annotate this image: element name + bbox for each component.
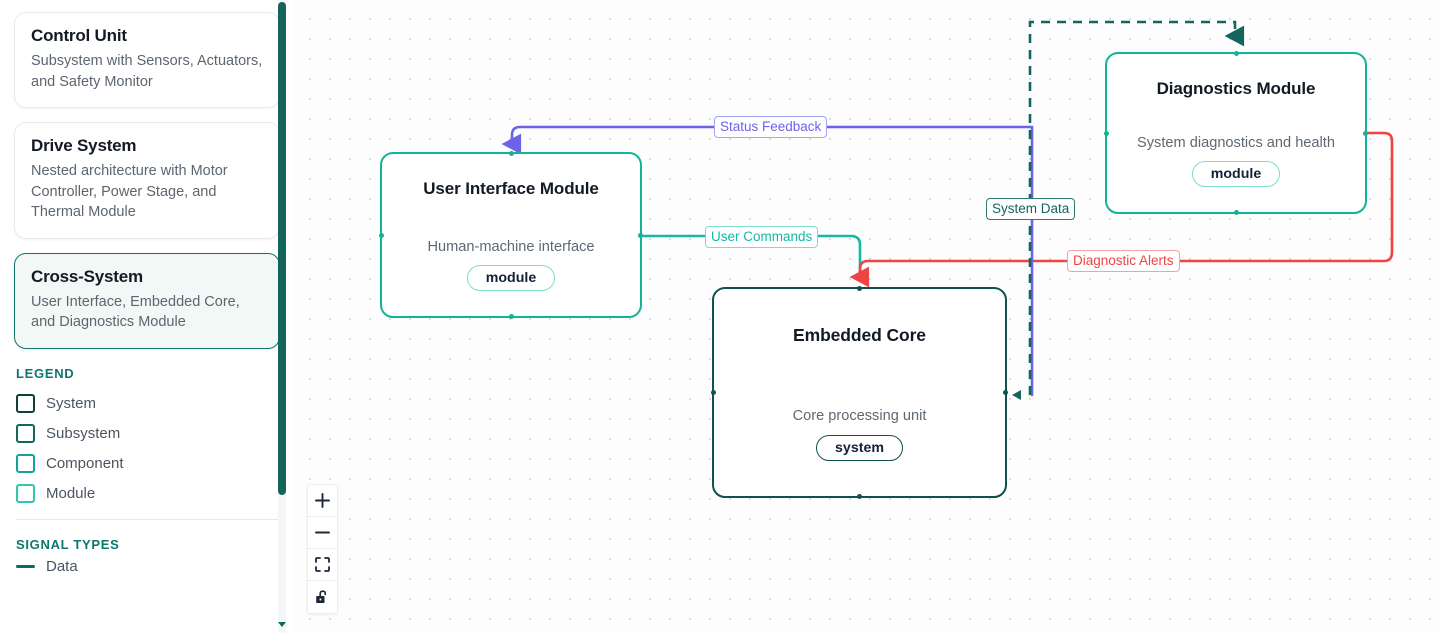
card-title: Control Unit	[31, 26, 127, 45]
card-title: Cross-System	[31, 266, 143, 286]
card-description: User Interface, Embedded Core, and Diagn…	[31, 293, 240, 331]
handle-right[interactable]	[638, 232, 643, 238]
sidebar-scrollbar-thumb[interactable]	[278, 2, 286, 495]
sidebar-divider	[16, 519, 278, 521]
edge-label-user-commands[interactable]: User Commands	[705, 226, 819, 248]
legend-label: Subsystem	[46, 424, 121, 442]
minus-icon	[315, 525, 330, 540]
sidebar-scrollbar[interactable]	[278, 0, 286, 633]
sidebar-card-cross-system[interactable]: Cross-System User Interface, Embedded Co…	[14, 252, 280, 350]
legend-swatch-subsystem	[16, 423, 35, 443]
node-title: Diagnostics Module	[1156, 79, 1316, 98]
handle-right[interactable]	[1363, 130, 1368, 136]
fit-view-button[interactable]	[308, 549, 337, 581]
signal-line-data	[16, 565, 35, 569]
handle-top[interactable]	[1233, 51, 1239, 56]
edge-user-commands	[637, 234, 862, 279]
legend-item-component[interactable]: Component	[14, 448, 280, 478]
node-description: Core processing unit	[792, 407, 927, 424]
toggle-interactivity-button[interactable]	[308, 581, 337, 613]
node-user-interface-module[interactable]: User Interface Module Human-machine inte…	[379, 151, 643, 319]
zoom-in-button[interactable]	[308, 485, 337, 517]
sidebar-card-drive-system[interactable]: Drive System Nested architecture with Mo…	[14, 122, 280, 239]
legend-label: Module	[46, 484, 96, 502]
node-description: Human-machine interface	[427, 239, 595, 255]
node-title: Embedded Core	[793, 324, 926, 345]
legend-item-system[interactable]: System	[14, 388, 280, 418]
node-title: User Interface Module	[423, 179, 599, 198]
signal-label: Data	[46, 558, 78, 576]
fit-view-icon	[315, 557, 330, 572]
handle-bottom[interactable]	[857, 494, 862, 499]
card-description: Subsystem with Sensors, Actuators, and S…	[31, 53, 263, 90]
node-type-badge: module	[1191, 161, 1281, 187]
plus-icon	[315, 493, 330, 508]
signal-item-data[interactable]: Data	[14, 558, 280, 575]
sidebar-card-control-unit[interactable]: Control Unit Subsystem with Sensors, Act…	[14, 12, 280, 109]
node-diagnostics-module[interactable]: Diagnostics Module System diagnostics an…	[1104, 51, 1368, 215]
legend-item-subsystem[interactable]: Subsystem	[14, 418, 280, 448]
node-description: System diagnostics and health	[1137, 135, 1335, 151]
handle-bottom[interactable]	[1233, 210, 1239, 215]
node-type-badge: system	[816, 434, 903, 461]
edge-label-system-data[interactable]: System Data	[986, 198, 1076, 220]
chevron-down-icon[interactable]	[278, 621, 286, 629]
legend-swatch-system	[16, 393, 35, 413]
diagram-canvas[interactable]: User Interface Module Human-machine inte…	[294, 0, 1441, 633]
sidebar-scroll-area: Control Unit Subsystem with Sensors, Act…	[14, 12, 280, 575]
node-type-badge: module	[466, 265, 556, 291]
edge-system-data-upper	[1028, 20, 1245, 395]
legend-swatch-module	[16, 483, 35, 503]
handle-right[interactable]	[1003, 390, 1008, 395]
legend-swatch-component	[16, 453, 35, 473]
signal-types-heading: SIGNAL TYPES	[16, 537, 120, 553]
handle-left[interactable]	[711, 390, 716, 395]
canvas-controls	[307, 484, 338, 614]
edge-diagnostic-alerts	[849, 131, 1394, 288]
handle-left[interactable]	[1104, 130, 1109, 136]
edge-status-feedback	[501, 125, 1034, 397]
edge-label-status-feedback[interactable]: Status Feedback	[714, 116, 828, 138]
edge-system-data-arrowhead	[1012, 390, 1021, 400]
card-description: Nested architecture with Motor Controlle…	[31, 163, 228, 221]
legend-label: System	[46, 394, 97, 412]
node-embedded-core[interactable]: Embedded Core Core processing unit syste…	[711, 286, 1008, 499]
edges-layer	[501, 20, 1394, 400]
card-title: Drive System	[31, 136, 137, 156]
edge-label-diagnostic-alerts[interactable]: Diagnostic Alerts	[1067, 250, 1180, 272]
sidebar: Control Unit Subsystem with Sensors, Act…	[0, 0, 294, 633]
handle-top[interactable]	[508, 151, 514, 156]
legend-label: Component	[46, 454, 124, 472]
handle-left[interactable]	[379, 232, 384, 238]
legend-item-module[interactable]: Module	[14, 478, 280, 508]
unlock-icon	[315, 589, 330, 605]
zoom-out-button[interactable]	[308, 517, 337, 549]
handle-top[interactable]	[857, 286, 862, 291]
legend-heading: LEGEND	[16, 366, 75, 382]
handle-bottom[interactable]	[508, 314, 514, 319]
